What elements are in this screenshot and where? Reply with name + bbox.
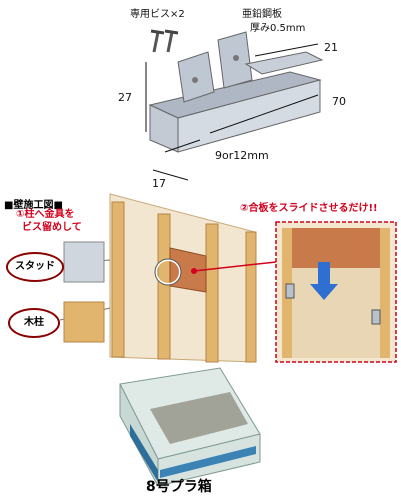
screws-label: 専用ビス×2: [130, 9, 185, 20]
step1-line1: ①柱へ金具を: [16, 209, 75, 220]
product-caption: 8号プラ箱: [146, 479, 212, 495]
dim-width-top: 21: [324, 41, 338, 54]
material-label-line1: 亜鉛鋼板: [242, 9, 282, 20]
bracket-shape: [148, 31, 324, 153]
dim-bottom: 17: [152, 177, 166, 190]
zoom-panel: [275, 221, 397, 363]
wall-frame: [109, 193, 257, 363]
dimension-lines: [145, 43, 319, 181]
dim-length: 70: [332, 95, 346, 108]
dim-height: 27: [118, 91, 132, 104]
screw-icon: [150, 29, 179, 53]
callout-post: 木柱: [8, 308, 60, 338]
section-title: ■壁施工図■: [4, 200, 63, 211]
dim-depth: 9or12mm: [215, 149, 269, 162]
material-label-line2: 厚み0.5mm: [250, 23, 306, 34]
product-section: 8号プラ箱: [0, 364, 401, 500]
callout-stud: スタッド: [6, 252, 64, 282]
wall-illustration: [59, 193, 397, 363]
step2-label: ②合板をスライドさせるだけ!!: [240, 203, 378, 214]
plastic-box-illustration: [119, 367, 261, 487]
step1-line2: ビス留めして: [22, 222, 82, 233]
bracket-illustration: [145, 29, 324, 181]
install-section: ■壁施工図■ ①柱へ金具を ビス留めして ②合板をスライドさせるだけ!!: [0, 192, 401, 364]
bracket-diagram: 専用ビス×2 亜鉛鋼板 厚み0.5mm 21 27 70 9or12mm 17: [0, 0, 401, 190]
